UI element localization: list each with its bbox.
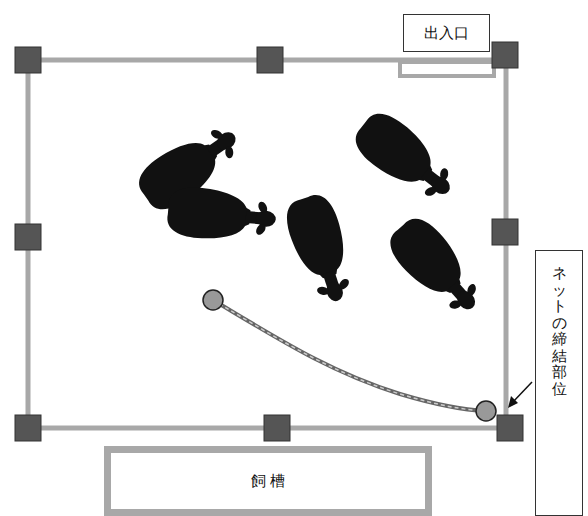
feed-trough: 飼 槽: [104, 446, 432, 516]
fence-posts: [15, 42, 523, 441]
net-line: [213, 300, 486, 411]
fastening-label: ネットの締結部位: [535, 250, 583, 516]
leader-arrowhead: [508, 396, 518, 408]
pen-fence: [28, 60, 506, 428]
entrance-label: 出入口: [403, 14, 490, 52]
entrance-gate: [400, 62, 494, 76]
net-dash: [213, 300, 486, 411]
node-label: ネットの締結部位: [552, 265, 567, 397]
net-fastening-point: [476, 401, 496, 421]
net-end: [203, 290, 223, 310]
node-label: 飼 槽: [251, 472, 286, 491]
node-label: 出入口: [424, 24, 469, 43]
leader-line: [512, 382, 532, 403]
